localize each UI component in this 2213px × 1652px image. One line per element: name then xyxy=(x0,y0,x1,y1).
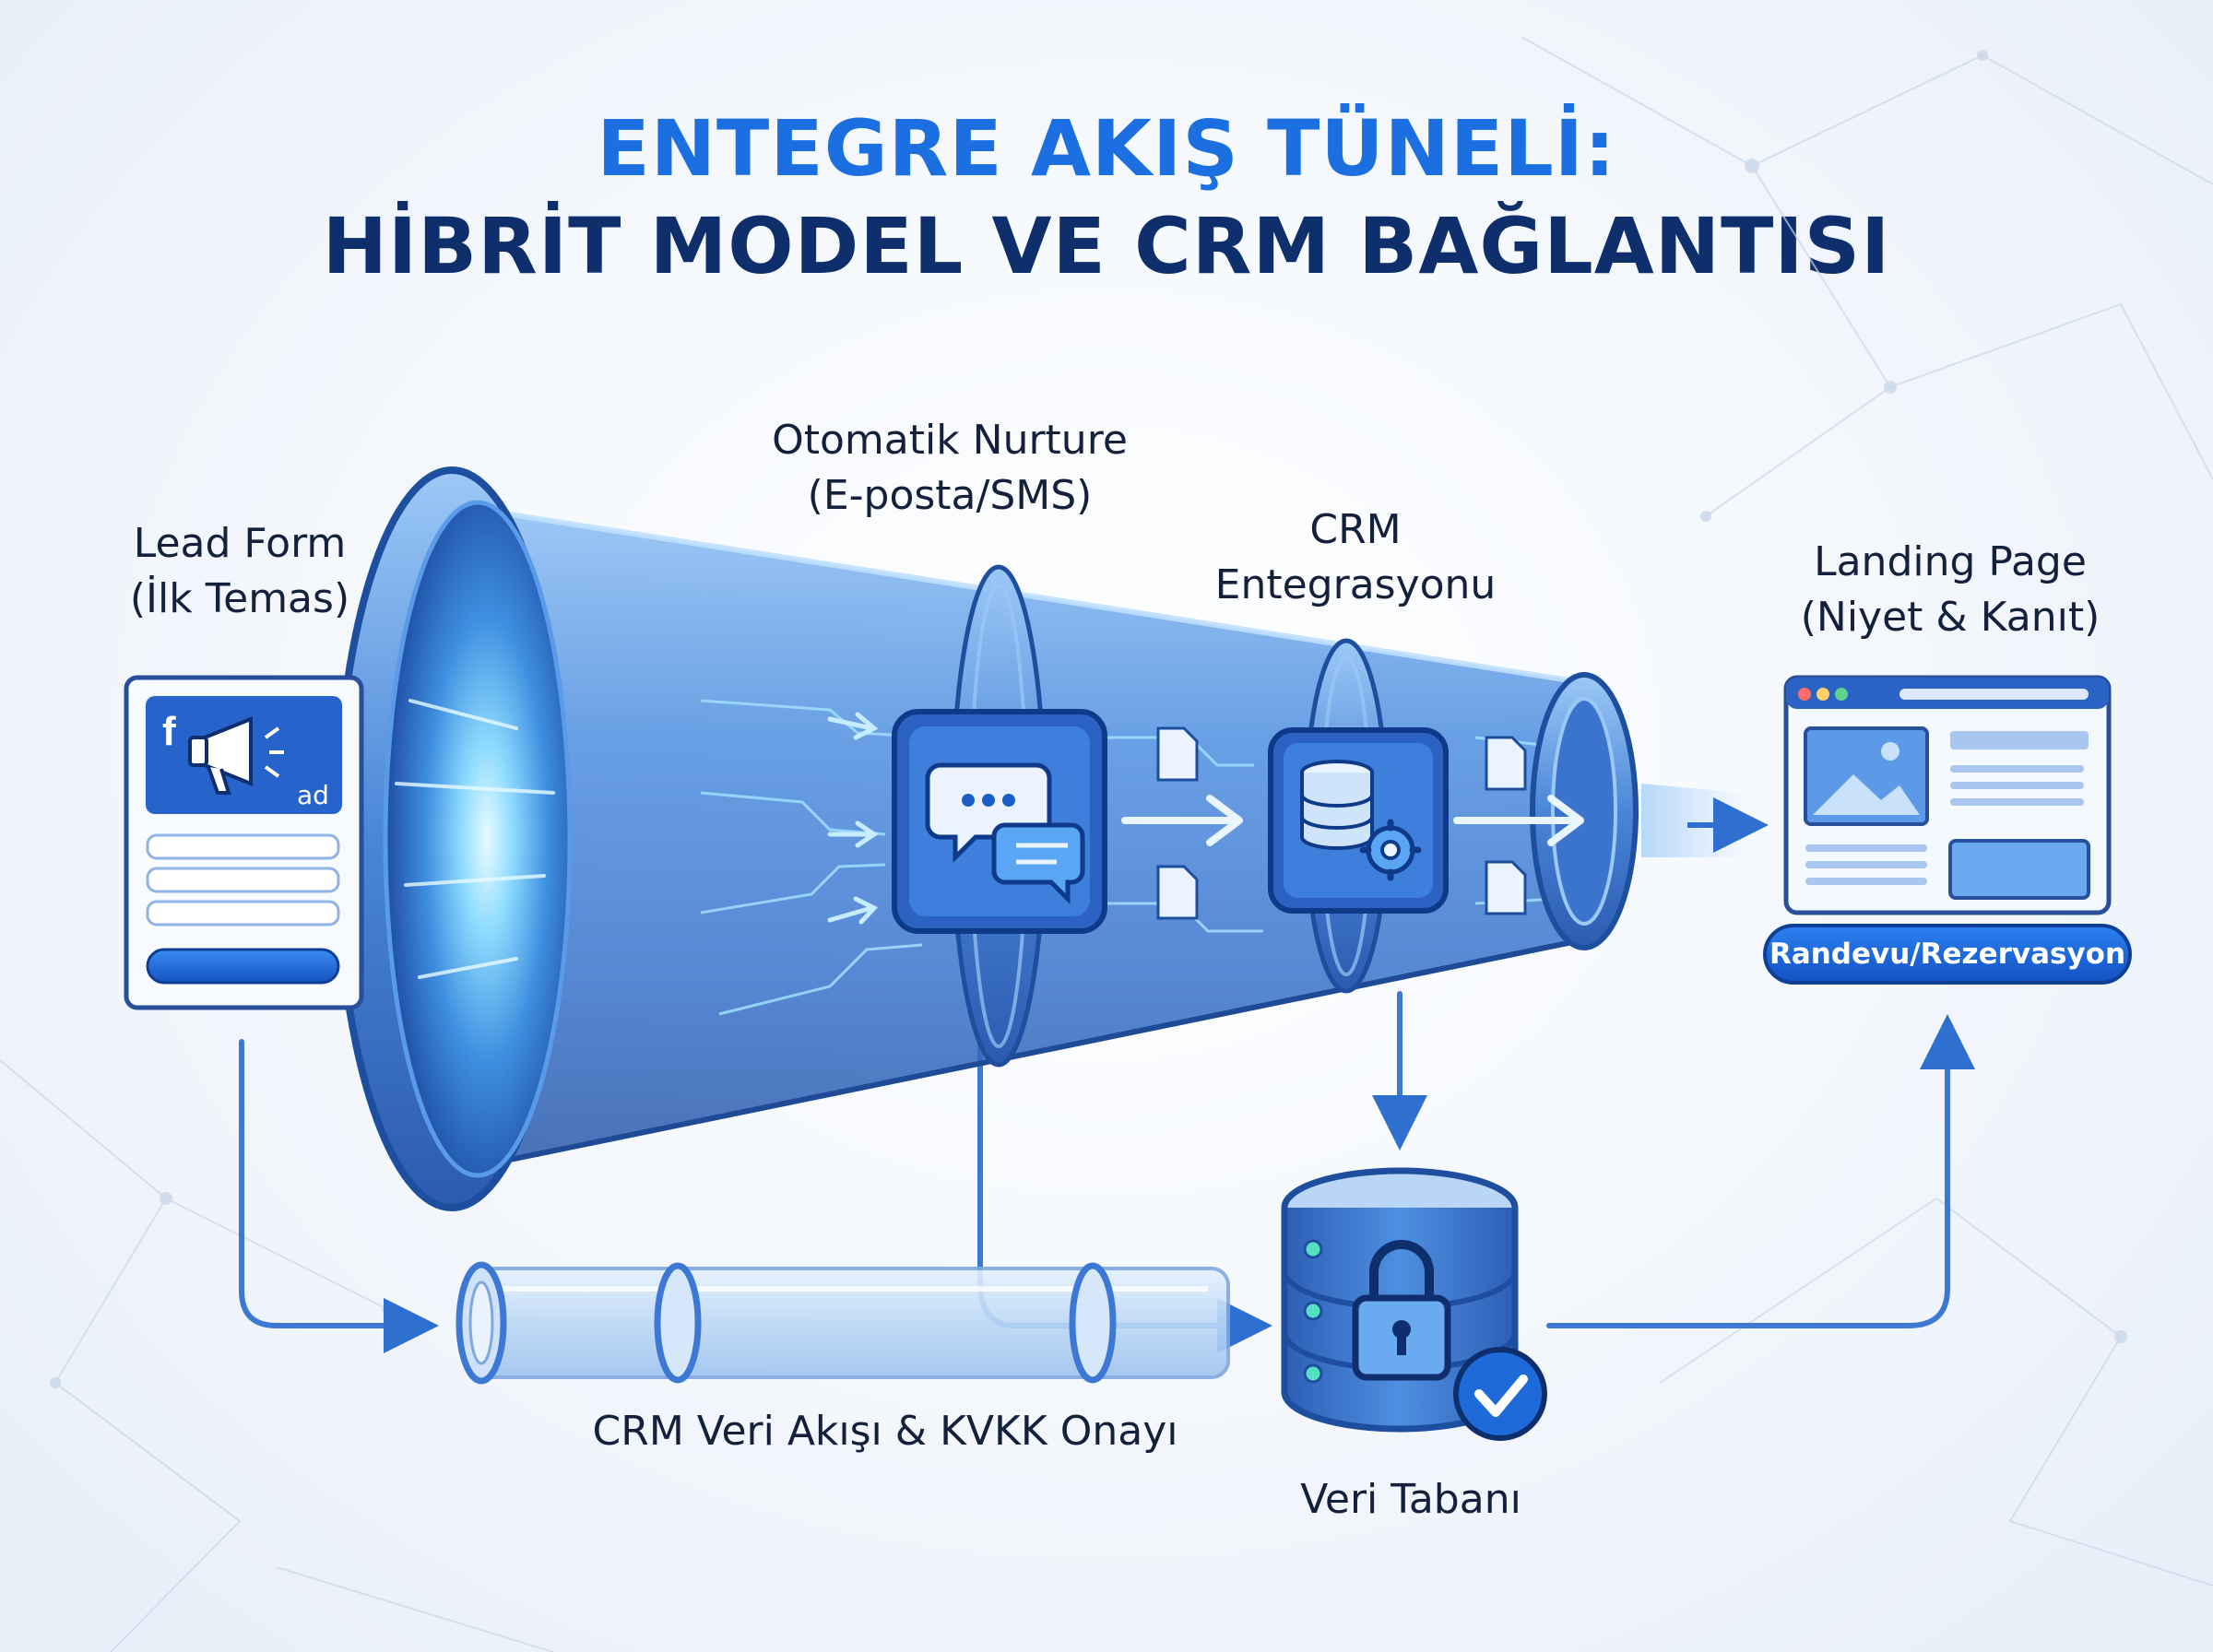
lead-form-title: Lead Form xyxy=(101,516,378,572)
crm-title: CRM xyxy=(1171,502,1540,558)
landing-label: Landing Page (Niyet & Kanıt) xyxy=(1757,535,2144,645)
nurture-label: Otomatik Nurture (E-posta/SMS) xyxy=(719,413,1180,524)
crm-data-pipe xyxy=(459,1265,1228,1381)
data-flow-label: CRM Veri Akışı & KVKK Onayı xyxy=(516,1404,1254,1459)
landing-subtitle: (Niyet & Kanıt) xyxy=(1757,590,2144,645)
landing-page-window xyxy=(1786,678,2109,913)
crm-subtitle: Entegrasyonu xyxy=(1171,558,1540,613)
check-circle-icon xyxy=(1456,1350,1544,1438)
exit-streams xyxy=(1641,784,1752,857)
crm-label: CRM Entegrasyonu xyxy=(1171,502,1540,613)
nurture-box xyxy=(894,712,1105,931)
crm-box xyxy=(1271,730,1446,911)
landing-title: Landing Page xyxy=(1757,535,2144,590)
database-icon xyxy=(1284,1171,1544,1438)
facebook-logo-icon: f xyxy=(162,709,176,754)
nurture-subtitle: (E-posta/SMS) xyxy=(719,468,1180,524)
ad-badge: ad xyxy=(297,780,329,810)
lead-form-subtitle: (İlk Temas) xyxy=(101,572,378,627)
nurture-title: Otomatik Nurture xyxy=(719,413,1180,468)
image-placeholder-icon xyxy=(1805,728,1927,824)
database-label: Veri Tabanı xyxy=(1226,1472,1595,1528)
reservation-button[interactable]: Randevu/Rezervasyon xyxy=(1763,924,2132,985)
lead-form-label: Lead Form (İlk Temas) xyxy=(101,516,378,627)
connector-db-to-landing xyxy=(1549,1031,1947,1326)
